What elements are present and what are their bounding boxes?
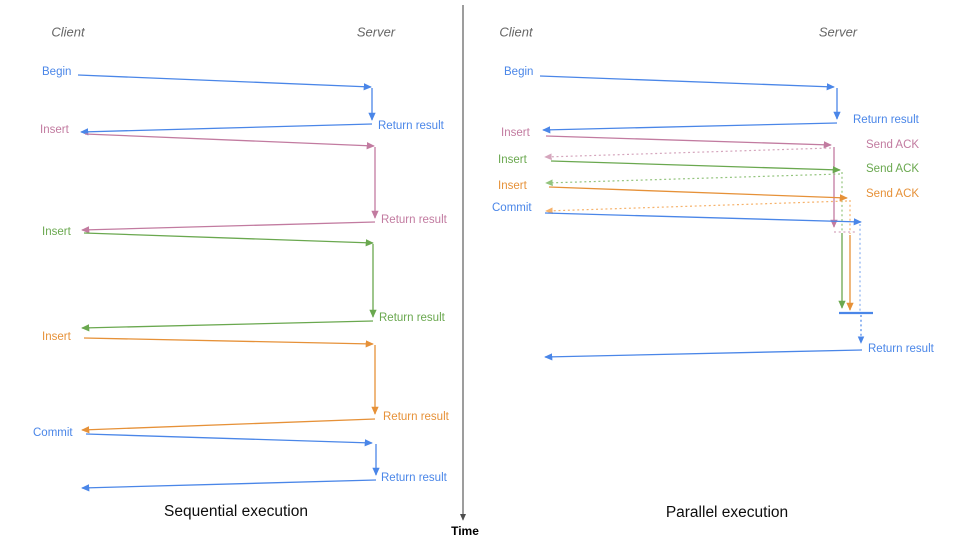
seq-begin-request [77,74,372,91]
label-return3-left: Return result [379,312,446,324]
seq-insert2-request [83,232,374,247]
seq-begin-return [80,123,373,136]
label-insert3-right: Insert [498,180,528,192]
label-insert3-left: Insert [42,331,72,343]
par-insert1-request [545,135,832,149]
label-insert1-left: Insert [40,124,70,136]
par-insert2-ack [545,173,841,187]
par-insert3-ack [545,200,848,215]
label-begin-right: Begin [504,66,533,78]
seq-commit-return [81,479,377,492]
title-left: Sequential execution [164,503,308,520]
label-ack2-right: Send ACK [866,163,919,175]
header-client-left: Client [51,24,86,39]
label-commit-left: Commit [33,427,73,439]
title-right: Parallel execution [666,504,788,521]
label-insert1-right: Insert [501,127,531,139]
label-ack3-right: Send ACK [866,188,919,200]
par-insert3-request [548,186,848,202]
par-commit-request [544,212,862,226]
label-return2-left: Return result [381,214,448,226]
label-insert2-right: Insert [498,154,528,166]
seq-commit-request [85,433,373,447]
label-insert2-left: Insert [42,226,72,238]
par-final-return [544,349,863,361]
label-return1-left: Return result [378,120,445,132]
par-begin-request [539,75,835,91]
seq-insert1-return [81,221,376,234]
header-server-right: Server [819,24,858,39]
seq-insert1-request [84,133,375,150]
label-time: Time [451,524,479,538]
par-insert1-ack [544,147,832,161]
label-return-top-right: Return result [853,114,920,126]
label-return4-left: Return result [383,411,450,423]
header-server-left: Server [357,24,396,39]
label-ack1-right: Send ACK [866,139,919,151]
seq-insert3-return [81,418,376,434]
label-commit-right: Commit [492,202,532,214]
seq-insert3-request [83,337,374,348]
label-begin-left: Begin [42,66,71,78]
label-return5-left: Return result [381,472,448,484]
label-return-bottom-right: Return result [868,343,935,355]
header-client-right: Client [499,24,534,39]
par-begin-return [542,122,838,134]
seq-insert2-return [81,320,374,332]
par-insert2-request [550,160,841,174]
